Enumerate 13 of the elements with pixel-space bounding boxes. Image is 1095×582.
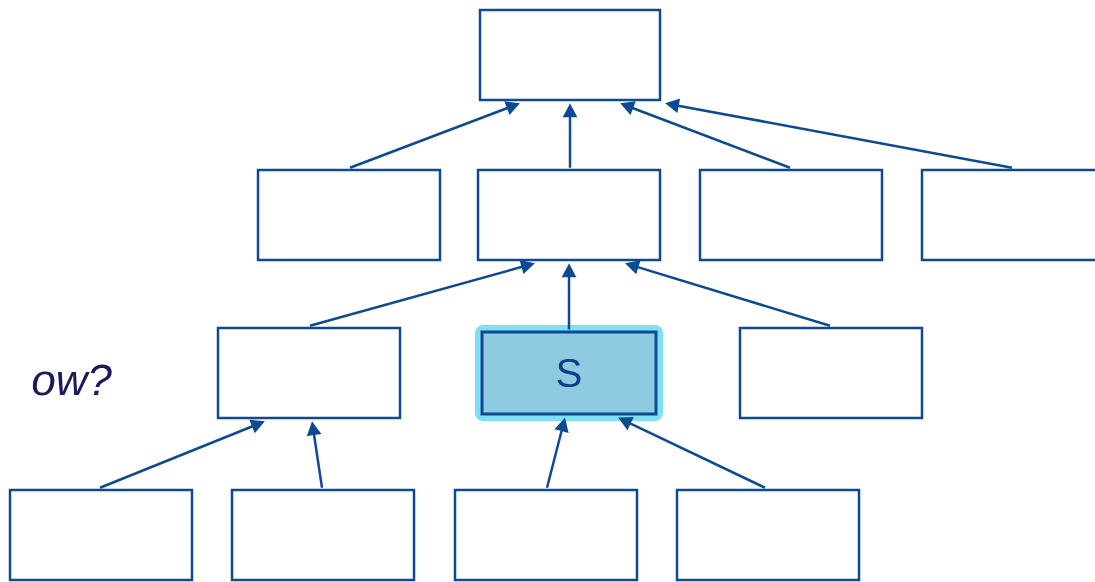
empty-box [230, 488, 416, 582]
empty-box [478, 8, 662, 102]
highlighted-box: S [475, 325, 663, 421]
empty-box [738, 326, 924, 420]
empty-box [698, 168, 884, 262]
empty-box [8, 488, 194, 582]
empty-box [216, 326, 402, 420]
empty-box [476, 168, 662, 262]
empty-box [675, 488, 861, 582]
empty-box [256, 168, 442, 262]
empty-box [920, 168, 1095, 262]
question-text: ow? [32, 364, 112, 396]
empty-box [453, 488, 639, 582]
